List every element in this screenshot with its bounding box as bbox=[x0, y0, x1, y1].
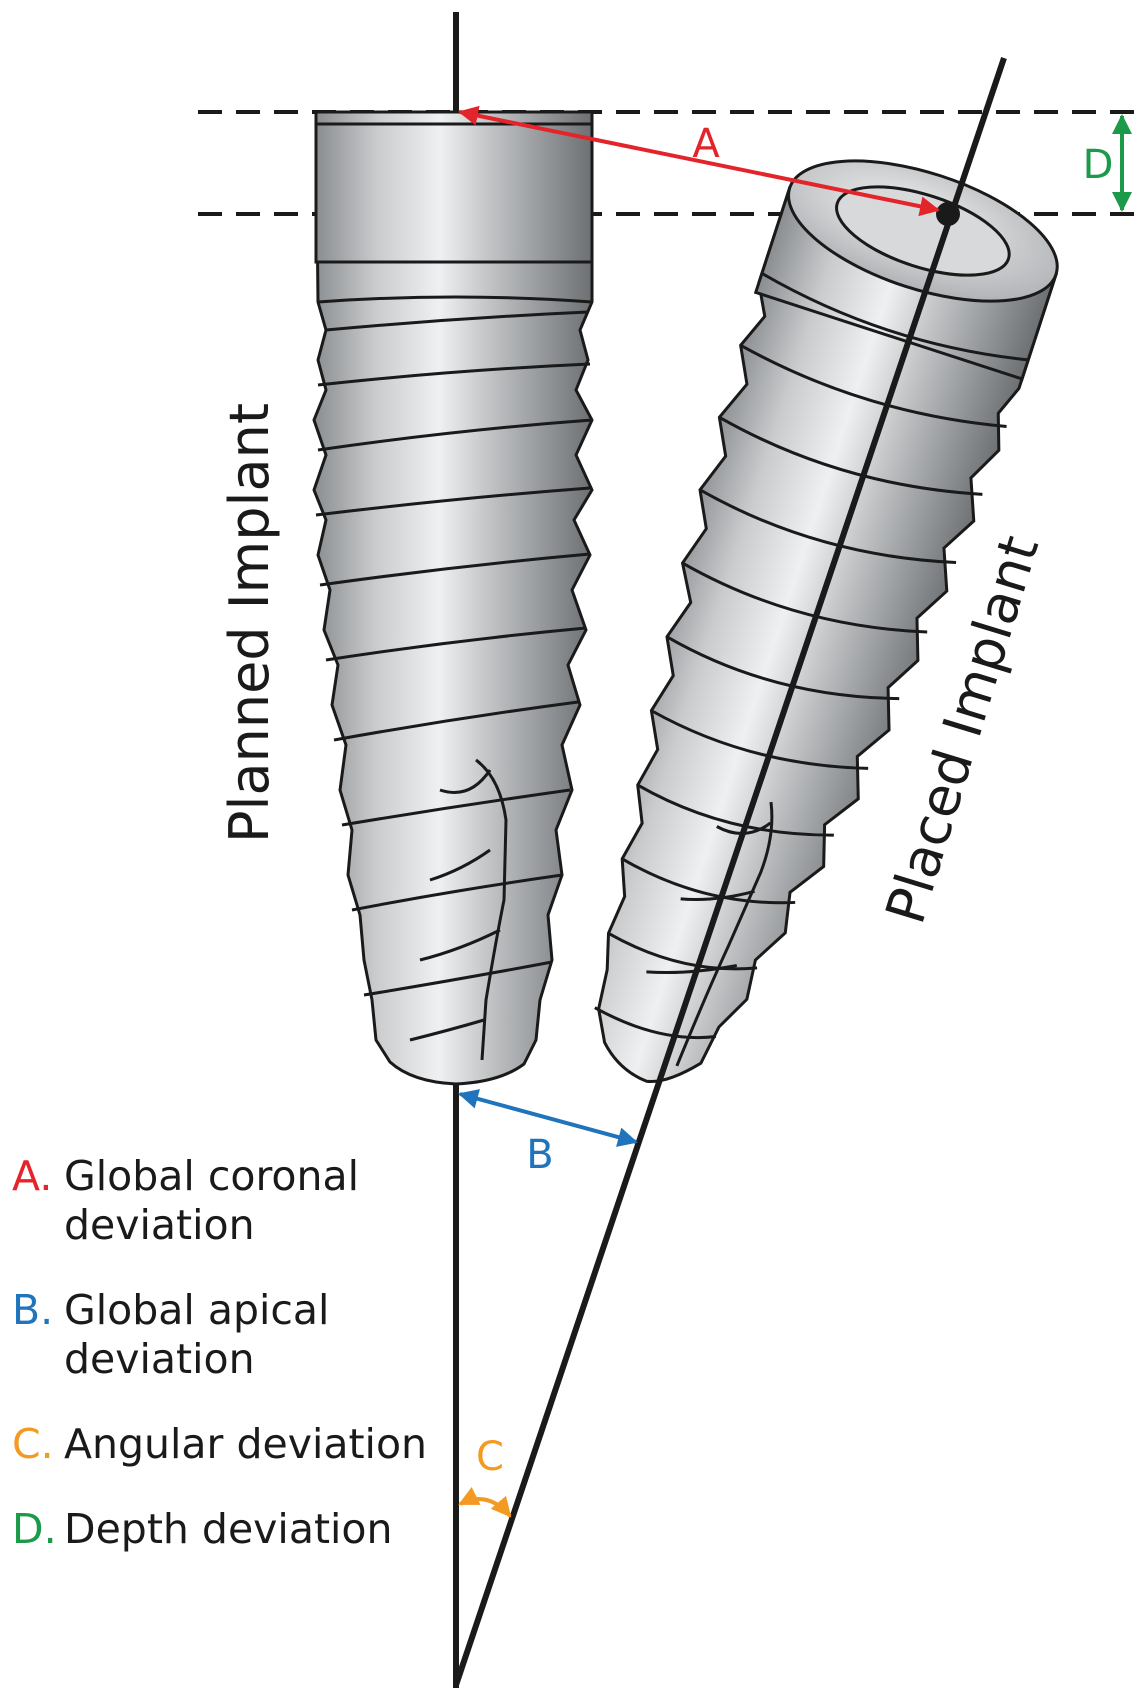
legend-letter-a: A. bbox=[12, 1152, 64, 1250]
legend-text-b: Global apical deviation bbox=[64, 1286, 432, 1384]
placed-axis-center-dot bbox=[936, 202, 960, 226]
planned-implant-label: Planned Implant bbox=[218, 403, 281, 843]
legend-letter-d: D. bbox=[12, 1505, 64, 1554]
label-b: B bbox=[526, 1132, 553, 1178]
legend: A. Global coronal deviation B. Global ap… bbox=[12, 1152, 432, 1590]
legend-letter-b: B. bbox=[12, 1286, 64, 1384]
planned-implant bbox=[314, 112, 592, 1084]
legend-text-c: Angular deviation bbox=[64, 1420, 432, 1469]
legend-item-d: D. Depth deviation bbox=[12, 1505, 432, 1554]
legend-text-d: Depth deviation bbox=[64, 1505, 432, 1554]
label-c: C bbox=[476, 1434, 504, 1480]
label-a: A bbox=[692, 121, 720, 167]
label-d: D bbox=[1083, 142, 1114, 188]
arc-c bbox=[460, 1499, 510, 1516]
legend-item-b: B. Global apical deviation bbox=[12, 1286, 432, 1384]
legend-letter-c: C. bbox=[12, 1420, 64, 1469]
legend-item-c: C. Angular deviation bbox=[12, 1420, 432, 1469]
legend-text-a: Global coronal deviation bbox=[64, 1152, 432, 1250]
legend-item-a: A. Global coronal deviation bbox=[12, 1152, 432, 1250]
